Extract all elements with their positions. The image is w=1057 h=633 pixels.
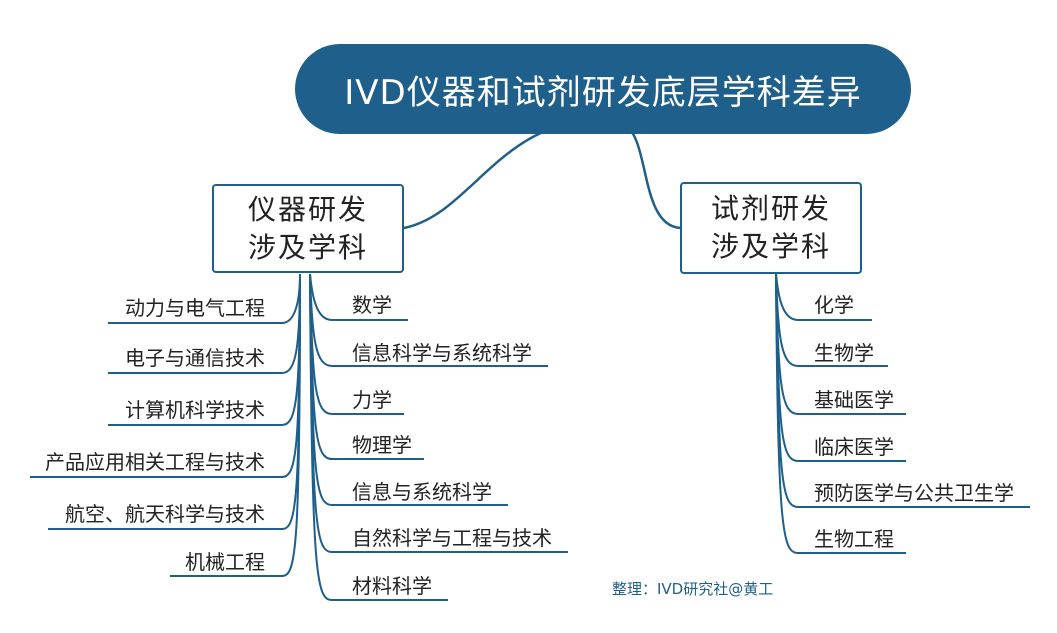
- reagent-item: 基础医学: [814, 388, 894, 412]
- instrument-right-item: 物理学: [352, 433, 412, 457]
- credit-text: 整理：IVD研究社@黄工: [612, 580, 774, 598]
- instrument-left-item: 计算机科学技术: [125, 398, 265, 422]
- instrument-branch-box: 仪器研发 涉及学科: [212, 184, 404, 273]
- instrument-right-item: 数学: [352, 293, 392, 317]
- instrument-right-item: 自然科学与工程与技术: [352, 526, 552, 550]
- instrument-left-item: 产品应用相关工程与技术: [45, 450, 265, 474]
- instrument-title-line1: 仪器研发: [247, 192, 368, 226]
- reagent-title-line2: 涉及学科: [710, 230, 831, 263]
- instrument-right-item: 力学: [352, 388, 392, 412]
- instrument-left-item: 机械工程: [185, 550, 265, 574]
- reagent-branch-box: 试剂研发 涉及学科: [680, 182, 862, 274]
- root-title: IVD仪器和试剂研发底层学科差异: [344, 72, 862, 113]
- reagent-title-line1: 试剂研发: [710, 192, 831, 225]
- reagent-item: 预防医学与公共卫生学: [814, 481, 1014, 505]
- instrument-left-item: 航空、航天科学与技术: [65, 502, 265, 526]
- reagent-item: 生物工程: [814, 527, 894, 551]
- instrument-title-line2: 涉及学科: [247, 230, 368, 264]
- instrument-right-item: 信息科学与系统科学: [352, 341, 532, 365]
- instrument-right-leaf-line: [309, 273, 508, 506]
- reagent-leaf-line: [775, 273, 906, 554]
- root-title-box: IVD仪器和试剂研发底层学科差异: [295, 44, 911, 134]
- root-to-reagent-connector: [624, 123, 681, 230]
- instrument-right-leaf-line: [309, 273, 448, 601]
- instrument-left-item: 电子与通信技术: [125, 346, 265, 370]
- instrument-right-item: 材料科学: [352, 574, 432, 598]
- reagent-item: 生物学: [814, 341, 874, 365]
- reagent-item: 化学: [814, 293, 854, 317]
- instrument-right-item: 信息与系统科学: [352, 480, 492, 504]
- instrument-left-item: 动力与电气工程: [125, 296, 265, 320]
- reagent-item: 临床医学: [814, 435, 894, 459]
- instrument-left-leaf-line: [170, 273, 301, 577]
- root-to-instrument-connector: [403, 118, 601, 230]
